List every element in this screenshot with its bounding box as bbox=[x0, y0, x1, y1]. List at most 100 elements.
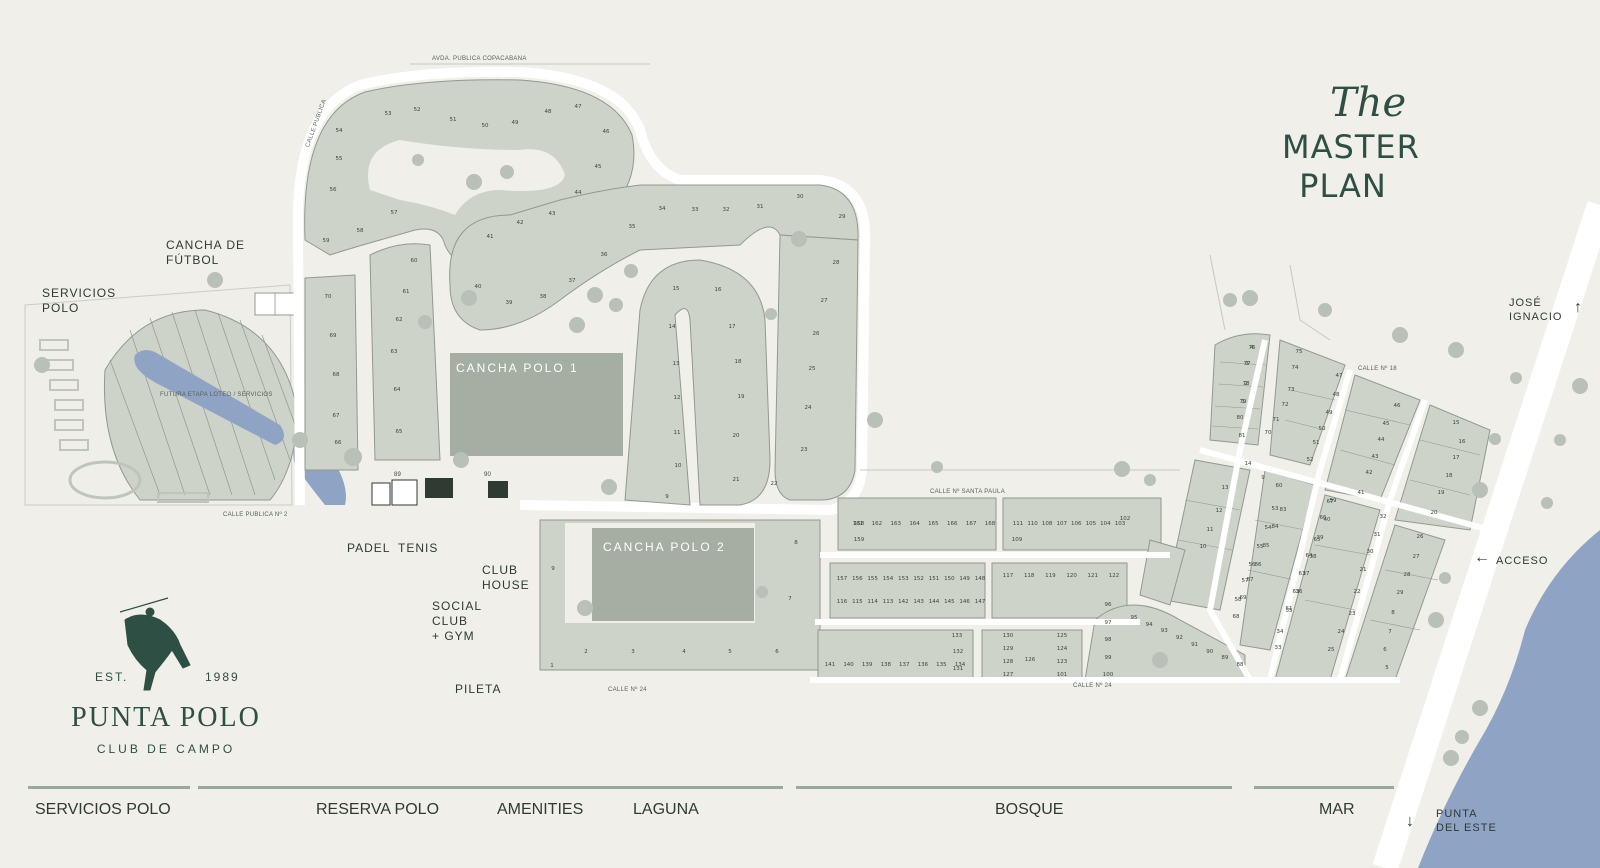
lot-number: 35 bbox=[1285, 608, 1293, 614]
lot-number: 27 bbox=[1412, 554, 1420, 560]
lot-number: 116 bbox=[836, 599, 848, 605]
title-line-2: PLAN bbox=[1299, 167, 1387, 205]
lot-number: 113 bbox=[882, 599, 894, 605]
zone-divider-servicios bbox=[28, 786, 190, 789]
lot-number: 123 bbox=[1056, 659, 1068, 665]
lot-number: 105 bbox=[1085, 521, 1097, 527]
lot-number: 71 bbox=[1272, 417, 1280, 423]
lot-number: 133 bbox=[951, 633, 963, 639]
lot-number: 65 bbox=[1313, 537, 1321, 543]
lot-number: 3 bbox=[631, 649, 635, 655]
arrow-down-icon: ↓ bbox=[1406, 813, 1415, 830]
lot-number: 121 bbox=[1087, 573, 1099, 579]
lot-number: 60 bbox=[410, 258, 418, 264]
label-pileta: PILETA bbox=[455, 682, 502, 696]
street-label-calle-publica-2: CALLE PUBLICA Nº 2 bbox=[223, 512, 288, 518]
lot-number: 84 bbox=[1271, 524, 1279, 530]
zone-bosque[interactable]: BOSQUE bbox=[995, 801, 1064, 818]
lot-number: 6 bbox=[1383, 647, 1387, 653]
lot-number: 43 bbox=[1371, 454, 1379, 460]
lot-number: 47 bbox=[574, 104, 582, 110]
lot-number: 30 bbox=[796, 194, 804, 200]
lot-number: 56 bbox=[1248, 562, 1256, 568]
lot-number: 63 bbox=[1298, 571, 1306, 577]
lot-number: 52 bbox=[1306, 457, 1314, 463]
tennis-courts bbox=[391, 479, 418, 506]
lot-number: 73 bbox=[1287, 387, 1295, 393]
lot-number: 111 bbox=[1012, 521, 1024, 527]
lot-number: 23 bbox=[800, 447, 808, 453]
lot-number: 50 bbox=[481, 123, 489, 129]
lot-number: 6 bbox=[775, 649, 779, 655]
label-social-club-line1: SOCIAL bbox=[432, 599, 483, 613]
lot-number: 86 bbox=[1254, 562, 1262, 568]
lot-number: 109 bbox=[1011, 537, 1023, 543]
lot-number: 49 bbox=[1325, 410, 1333, 416]
lot-number: 34 bbox=[658, 206, 666, 212]
lot-number: 8 bbox=[794, 540, 798, 546]
lot-number: 141 bbox=[824, 662, 836, 668]
lot-number: 143 bbox=[913, 599, 924, 605]
lot-number: 3 bbox=[1245, 361, 1249, 367]
zone-amenities[interactable]: AMENITIES bbox=[497, 801, 584, 818]
padel-courts bbox=[371, 482, 391, 506]
lot-number: 129 bbox=[1002, 646, 1014, 652]
lot-number: 34 bbox=[1276, 629, 1284, 635]
street-label-copacabana: AVDA. PUBLICA COPACABANA bbox=[432, 56, 527, 62]
label-jose-ignacio-line2: IGNACIO bbox=[1509, 310, 1563, 323]
lot-number: 15 bbox=[672, 286, 680, 292]
label-padel: PADEL bbox=[347, 541, 391, 555]
lot-number: 103 bbox=[1114, 521, 1126, 527]
lot-number: 119 bbox=[1045, 573, 1056, 579]
lot-number: 18 bbox=[734, 359, 742, 365]
lot-number: 41 bbox=[1357, 490, 1365, 496]
lot-number: 31 bbox=[1373, 532, 1381, 538]
zone-mar[interactable]: MAR bbox=[1319, 801, 1355, 818]
label-acceso: ACCESO bbox=[1496, 555, 1549, 567]
lot-number: 9 bbox=[551, 566, 555, 572]
lot-number: 96 bbox=[1104, 602, 1112, 608]
lot-number: 26 bbox=[812, 331, 820, 337]
lot-number: 64 bbox=[1305, 553, 1313, 559]
title-line-1: MASTER bbox=[1282, 128, 1420, 166]
zone-servicios-polo[interactable]: SERVICIOS POLO bbox=[35, 801, 171, 818]
lot-number: 139 bbox=[861, 662, 873, 668]
lot-number: 37 bbox=[1302, 571, 1310, 577]
lot-number: 78 bbox=[1242, 381, 1250, 387]
lot-number: 117 bbox=[1002, 573, 1014, 579]
lot-number: 56 bbox=[329, 187, 337, 193]
zone-laguna[interactable]: LAGUNA bbox=[633, 801, 699, 818]
lot-number: 16 bbox=[1458, 439, 1466, 445]
lot-number: 90 bbox=[1206, 648, 1214, 655]
lot-number: 16 bbox=[714, 287, 722, 293]
lot-number: 64 bbox=[393, 387, 401, 393]
lot-number: 25 bbox=[808, 366, 816, 372]
arrow-up-icon: ↑ bbox=[1574, 299, 1583, 316]
lot-number: 59 bbox=[322, 238, 330, 244]
east-column-lots bbox=[774, 234, 859, 501]
lot-number: 98 bbox=[1104, 637, 1112, 643]
lot-number: 104 bbox=[1100, 521, 1111, 527]
lot-number: 107 bbox=[1056, 521, 1067, 527]
lot-number: 38 bbox=[539, 294, 547, 300]
lot-number: 63 bbox=[390, 349, 398, 355]
cancha-polo-1-field bbox=[450, 353, 623, 456]
lot-number: 72 bbox=[1281, 402, 1289, 408]
lot-number: 138 bbox=[880, 662, 891, 668]
label-cancha-polo-1: CANCHA POLO 1 bbox=[456, 361, 579, 375]
lot-number: 81 bbox=[1238, 433, 1246, 439]
lot-number: 11 bbox=[673, 430, 681, 436]
lot-number: 67 bbox=[1326, 499, 1334, 505]
lot-number: 83 bbox=[1279, 507, 1287, 513]
lot-number: 68 bbox=[332, 372, 340, 378]
lot-number: 80 bbox=[1236, 415, 1244, 421]
zone-reserva-polo[interactable]: RESERVA POLO bbox=[316, 801, 440, 818]
lot-number: 10 bbox=[674, 463, 682, 469]
lot-number: 15 bbox=[1452, 420, 1460, 426]
lot-number: 19 bbox=[737, 394, 745, 400]
lot-number: 5 bbox=[728, 649, 732, 655]
lot-number: 25 bbox=[1327, 647, 1335, 653]
coastal-road bbox=[1372, 200, 1600, 868]
lot-number: 59 bbox=[1329, 498, 1337, 504]
